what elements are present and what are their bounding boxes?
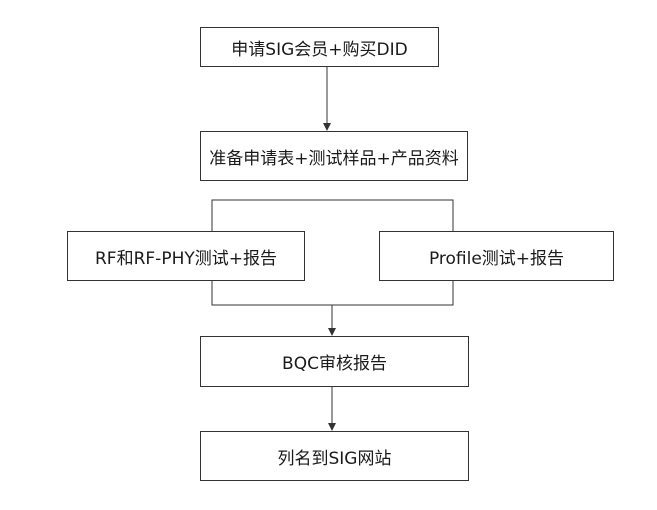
- merge-bracket: [211, 281, 454, 306]
- step-label: Profile测试+报告: [428, 248, 565, 269]
- step-rf-testing: RF和RF-PHY测试+报告: [67, 231, 305, 281]
- step-label: BQC审核报告: [282, 354, 387, 374]
- step-label: RF和RF-PHY测试+报告: [95, 248, 277, 269]
- step-list-on-sig-site: 列名到SIG网站: [200, 431, 469, 481]
- step-label: 准备申请表+测试样品+产品资料: [209, 148, 459, 169]
- step-profile-testing: Profile测试+报告: [379, 231, 614, 281]
- step-bqc-review: BQC审核报告: [200, 336, 469, 387]
- split-bracket: [211, 199, 454, 231]
- step-label: 列名到SIG网站: [277, 448, 392, 469]
- step-label: 申请SIG会员+购买DID: [231, 39, 408, 60]
- step-prepare-materials: 准备申请表+测试样品+产品资料: [200, 131, 468, 181]
- step-apply-membership: 申请SIG会员+购买DID: [200, 27, 439, 67]
